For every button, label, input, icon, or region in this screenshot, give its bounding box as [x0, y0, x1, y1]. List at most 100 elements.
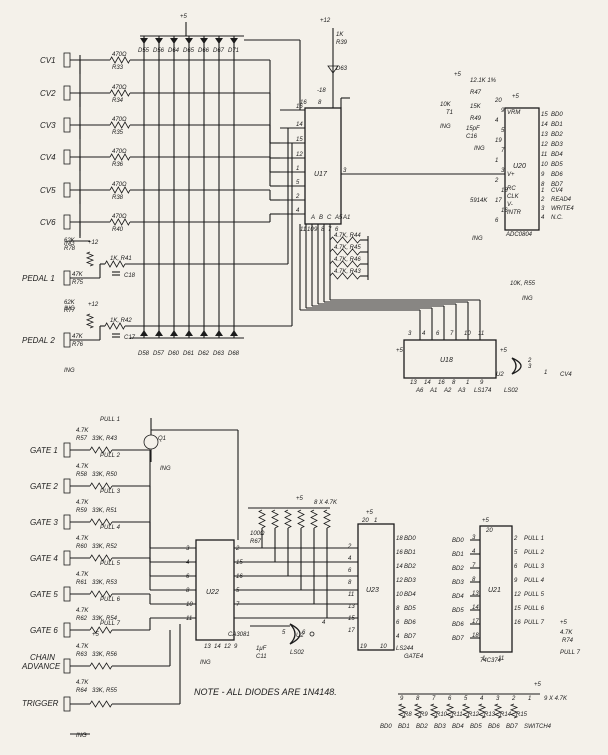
trigger-input-jack[interactable]	[63, 696, 71, 712]
pedal-input-jack[interactable]	[63, 332, 71, 348]
u20-pin: 14	[541, 122, 548, 128]
u21-pin: 6	[514, 564, 518, 570]
cv-input-label: CV1	[40, 56, 56, 65]
diode-top-label: D65	[183, 48, 195, 54]
u2-pin: 2	[527, 358, 532, 364]
u23-pin: 4	[396, 634, 400, 640]
ground-label: ING	[160, 466, 171, 472]
u21-out-label: PULL 7	[524, 620, 545, 626]
chain-label: ADVANCE	[21, 662, 61, 671]
u23-chip	[357, 523, 395, 651]
u20-pin: 17	[495, 198, 502, 204]
trigger-label: TRIGGER	[22, 699, 59, 708]
u20-pin: 20	[494, 98, 502, 104]
u22-pin: 7	[236, 602, 240, 608]
u17-pin: A1	[342, 215, 350, 221]
resistor-network-label: 9 X 4.7K	[544, 696, 568, 702]
u21-pin: 20	[485, 528, 493, 534]
supply-label: +5	[396, 348, 404, 354]
bus-ref: R9	[420, 712, 428, 718]
gate-series-value: 33K, R54	[92, 616, 118, 622]
cv-input-jack[interactable]	[63, 214, 71, 230]
diode-bottom-label: D61	[183, 351, 194, 357]
cv-input-jack[interactable]	[63, 117, 71, 133]
supply-label: +5	[366, 510, 374, 516]
gate-input-jack[interactable]	[63, 550, 71, 566]
u17-pin: A5	[334, 215, 343, 221]
resistor-value: 4.7K, R45	[334, 245, 361, 251]
gate-input-jack[interactable]	[63, 514, 71, 530]
resistor-ref: R39	[336, 40, 348, 46]
note-text: NOTE - ALL DIODES ARE 1N4148.	[194, 687, 337, 697]
pedal-input-jack[interactable]	[63, 270, 71, 286]
cv-input-jack[interactable]	[63, 85, 71, 101]
diode-top-label: D71	[228, 48, 239, 54]
gate-input-jack[interactable]	[63, 622, 71, 638]
u18-pin: 13	[410, 380, 417, 386]
gate-input-jack[interactable]	[63, 478, 71, 494]
u17-pin: 15	[296, 137, 303, 143]
u20-pin: 12	[541, 142, 548, 148]
cv-input-jack[interactable]	[63, 52, 71, 68]
diode-top-label: D55	[138, 48, 150, 54]
ground-label: ING	[76, 733, 87, 739]
gate-input-jack[interactable]	[63, 442, 71, 458]
cv-input-jack[interactable]	[63, 182, 71, 198]
led-label: D63	[336, 66, 348, 72]
resistor-value: 1K, R41	[110, 256, 132, 262]
chain-input-jack[interactable]	[63, 658, 71, 674]
u21-in-label: BD5	[452, 608, 464, 614]
gate-pull-label: PULL 5	[100, 561, 121, 567]
capacitor-value: 1μF	[256, 646, 267, 652]
u17-pin: 7	[328, 227, 332, 233]
u22-pin: 3	[186, 546, 190, 552]
u20-ctrl-label: N.C.	[551, 215, 563, 221]
u18-pin: 16	[438, 380, 445, 386]
u20-pin: 18	[501, 188, 508, 194]
u20-pin-name: VRM	[507, 110, 520, 116]
resistor-value: 15K	[470, 104, 482, 110]
u20-bus-label: BD3	[551, 142, 563, 148]
u23-pin: 17	[348, 628, 355, 634]
u21-in-label: BD1	[452, 552, 464, 558]
u20-pin: 6	[495, 218, 499, 224]
u20-pin: 2	[540, 197, 545, 203]
u2b-pin: 5	[282, 630, 286, 636]
gate-shunt-ref: R61	[76, 580, 87, 586]
u20-name: U20	[513, 163, 526, 170]
u2b-name: U2	[296, 633, 304, 639]
resistor-value: 62K	[64, 238, 76, 244]
cv-input-jack[interactable]	[63, 149, 71, 165]
u17-pin: 9	[314, 227, 318, 233]
u22-pin: 2	[235, 546, 240, 552]
u17-name: U17	[314, 171, 328, 178]
u20-pin: 1	[495, 158, 498, 164]
u20-bus-label: BD1	[551, 122, 563, 128]
u21-pin: 5	[514, 550, 518, 556]
gate-pull-label: PULL 3	[100, 489, 121, 495]
u2b-gate	[289, 623, 301, 645]
resistor-value: 470Ω	[112, 149, 127, 155]
u21-pin: 18	[472, 633, 479, 639]
u20-pin: 13	[541, 132, 548, 138]
ground-label: ING	[64, 241, 75, 247]
u18-pin: 8	[452, 380, 456, 386]
capacitor-ref: C16	[466, 134, 478, 140]
gate-series-value: 33K, R53	[92, 580, 118, 586]
gate-input-jack[interactable]	[63, 586, 71, 602]
u21-out-label: PULL 6	[524, 606, 545, 612]
u20-bus-label: BD0	[551, 112, 563, 118]
u18-pin: 3	[408, 331, 412, 337]
u21-out-label: PULL 7	[560, 650, 581, 656]
u2-output: CV4	[560, 372, 572, 378]
u21-pin: 17	[472, 619, 479, 625]
u17-pin: 8	[318, 100, 322, 106]
gate-shunt-ref: R63	[76, 652, 88, 658]
gate-shunt-value: 4.7K	[76, 536, 89, 542]
capacitor-ref: C18	[124, 273, 136, 279]
gate-shunt-value: 4.7K	[76, 680, 89, 686]
pedal-input-label: PEDAL 2	[22, 336, 55, 345]
gate-shunt-ref: R59	[76, 508, 88, 514]
bus-ref: R11	[452, 712, 463, 718]
u23-pin: 8	[348, 580, 352, 586]
